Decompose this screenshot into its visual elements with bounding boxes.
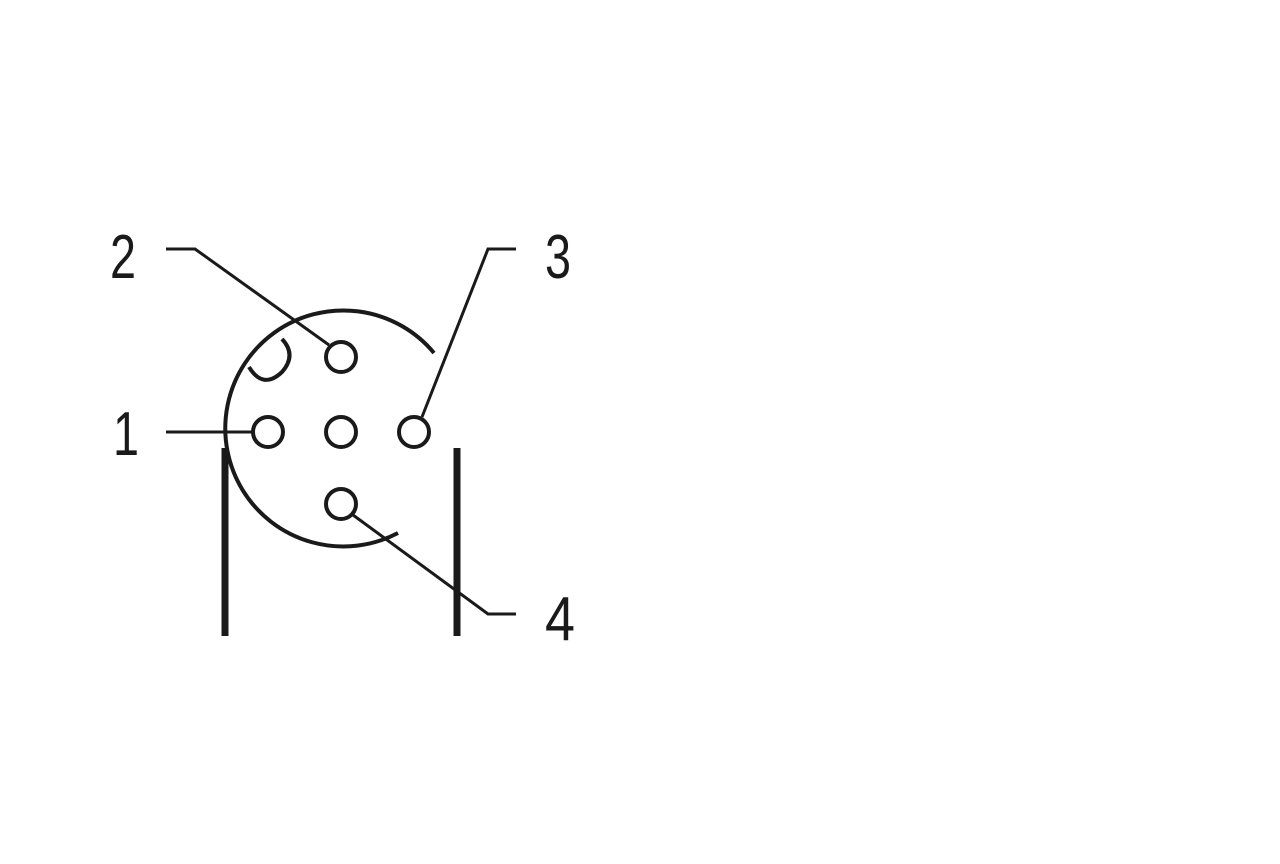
pin-2-label: 2	[110, 223, 136, 292]
pin-2-callout-line	[166, 247, 330, 347]
pin-3-contact	[397, 415, 431, 449]
pin-2-contact	[324, 340, 358, 374]
pin-3-callout-line	[420, 247, 516, 418]
pin-4-label: 4	[545, 585, 575, 654]
pin-center-contact	[324, 415, 358, 449]
pin-1-contact	[251, 415, 285, 449]
connector-body-outline	[223, 308, 436, 549]
pin-4-contact	[324, 487, 358, 521]
pin-4-callout-line	[352, 513, 516, 616]
pin-3-label: 3	[545, 223, 571, 292]
pin-1-label: 1	[113, 400, 139, 469]
coding-key-notch	[247, 337, 292, 382]
